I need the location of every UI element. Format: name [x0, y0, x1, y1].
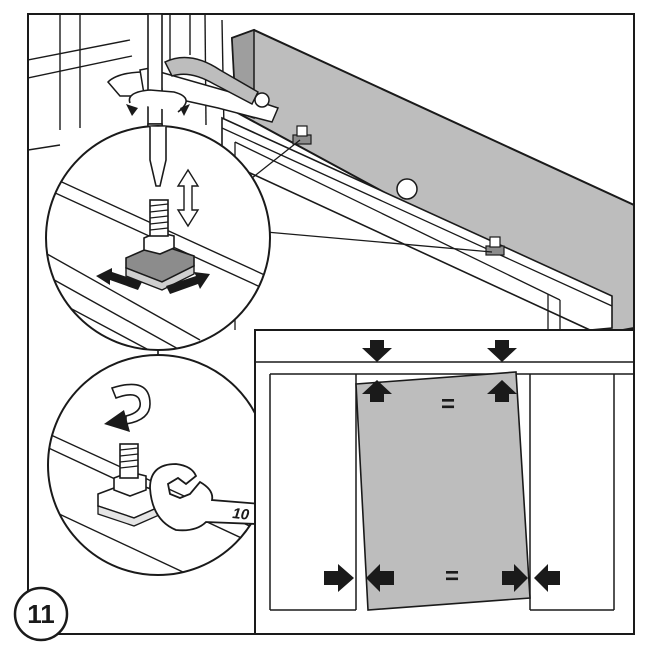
equal-mark-top: =	[441, 391, 455, 418]
rail-bolt	[396, 178, 418, 200]
updown-arrow-icon	[176, 168, 200, 228]
step-number: 11	[27, 599, 55, 629]
arrow-left-right-icon	[534, 564, 560, 592]
step-number-badge: 11	[13, 586, 69, 642]
arrow-right-inner-icon	[502, 564, 528, 592]
detail-cabinet-lines	[255, 361, 634, 611]
tighten-rotate-icon	[104, 383, 151, 432]
arrow-down-left-icon	[362, 340, 392, 362]
equal-mark-bottom: =	[445, 563, 459, 590]
arrow-left-inner-icon	[366, 564, 394, 592]
arrow-up-right-icon	[487, 380, 517, 402]
arrow-up-left-icon	[362, 380, 392, 402]
arrow-down-right-icon	[487, 340, 517, 362]
rotate-arrow-icon	[126, 89, 190, 116]
alignment-detail-box: = =	[254, 329, 635, 635]
rail-nut-right	[485, 236, 505, 256]
rail-nut-left	[292, 125, 312, 145]
door-gap-panel	[355, 371, 531, 611]
gap-arrows	[324, 340, 560, 592]
wrench-size-label: 10	[232, 505, 251, 524]
arrow-right-left-icon	[324, 564, 354, 592]
leftright-arrows-icon	[96, 268, 210, 294]
detail-circle-adjust	[45, 125, 271, 351]
